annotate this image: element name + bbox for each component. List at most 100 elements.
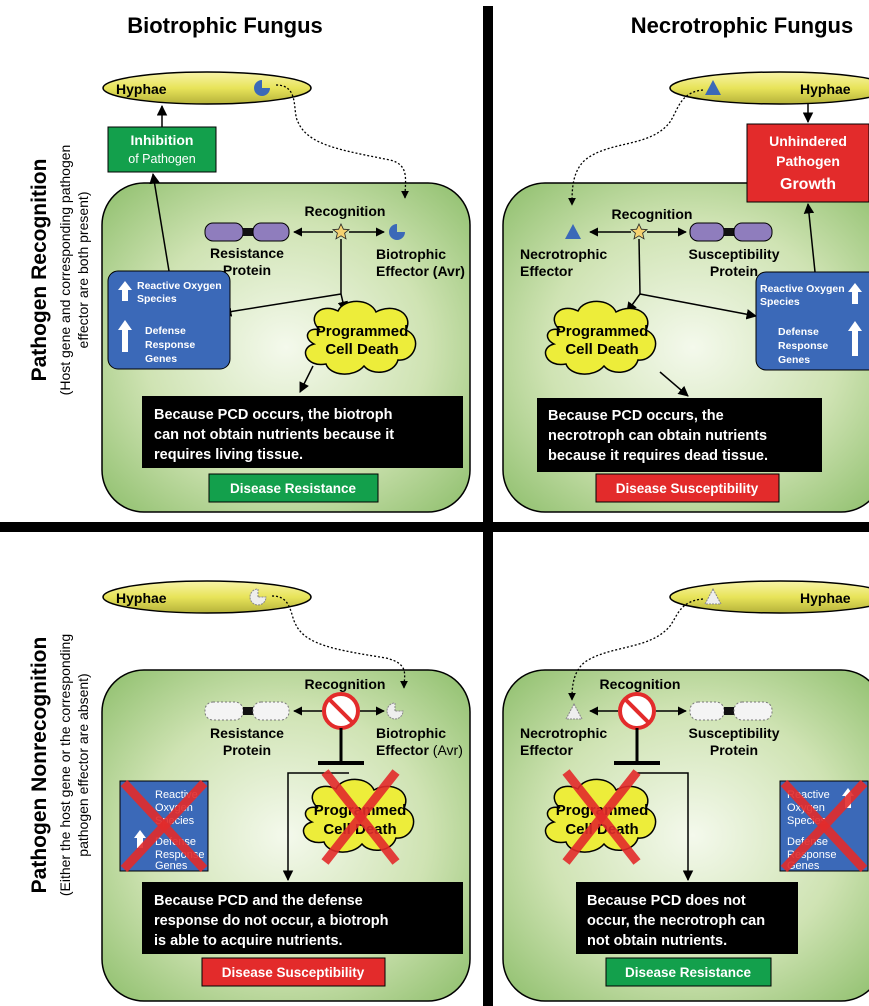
arrow-to-outcome	[299, 365, 314, 393]
recognition-label: Recognition	[612, 206, 693, 222]
effector-prefix: Effector	[376, 742, 433, 758]
susceptibility-protein-link	[724, 228, 734, 236]
resistance-protein-label: Resistance	[210, 245, 284, 261]
biotrophic-effector-label-2: Effector (Avr)	[376, 742, 463, 758]
pcd-label: Programmed	[556, 323, 649, 340]
ros-label-2: Species	[760, 296, 800, 308]
explanation-line-2: response do not occur, a biotroph	[154, 913, 388, 929]
hyphae	[102, 71, 312, 105]
resistance-protein-label: Resistance	[210, 725, 284, 741]
row-sub-recognition-2: effector are both present)	[75, 192, 91, 349]
explanation-line-1: Because PCD does not	[587, 893, 746, 909]
resistance-protein-link	[243, 707, 253, 715]
header-necrotrophic: Necrotrophic Fungus	[631, 13, 853, 38]
explanation-line-2: can not obtain nutrients because it	[154, 427, 394, 443]
explanation-line-3: not obtain nutrients.	[587, 933, 727, 949]
arrow-to-inhibition	[149, 172, 170, 272]
pcd-cloud	[544, 300, 657, 375]
explanation-line-1: Because PCD occurs, the	[548, 408, 724, 424]
recognition-star-icon	[629, 223, 649, 240]
biotrophic-effector-icon	[389, 224, 405, 240]
outcome-badge	[605, 957, 772, 987]
defense-label-3: Genes	[145, 353, 177, 365]
defense-label-3: Genes	[155, 860, 188, 872]
susceptibility-protein-left	[689, 222, 725, 242]
panel-biotroph-nonrecognition: Hyphae Recognition Resistance Protein Bi…	[101, 580, 471, 1002]
ros-label-2: Species	[137, 293, 177, 305]
defense-label-3: Genes	[778, 354, 810, 366]
necrotrophic-effector-label: Necrotrophic	[520, 725, 607, 741]
recognition-star-icon	[331, 223, 351, 240]
susceptibility-protein-label: Susceptibility	[688, 246, 779, 262]
biotrophic-effector-icon	[386, 702, 404, 720]
recognition-label: Recognition	[305, 203, 386, 219]
outcome-label: Disease Resistance	[625, 965, 752, 980]
unhindered-label-3: Growth	[780, 176, 836, 193]
defense-box	[755, 271, 869, 371]
pcd-label-2: Cell Death	[325, 341, 398, 358]
susceptibility-protein-link	[724, 707, 734, 715]
explanation-box	[576, 882, 798, 954]
explanation-line-3: requires living tissue.	[154, 447, 303, 463]
no-recognition-slash	[623, 697, 651, 725]
explanation-line-1: Because PCD and the defense	[154, 893, 363, 909]
necrotrophic-effector-label-2: Effector	[520, 742, 573, 758]
outcome-badge	[595, 473, 780, 503]
row-label-nonrecognition: Pathogen Nonrecognition (Either the host…	[28, 634, 91, 896]
necrotrophic-effector-icon	[704, 587, 722, 605]
cross-icon	[321, 769, 400, 865]
panel-biotroph-recognition: Hyphae Inhibition of Pathogen Recognitio…	[101, 71, 471, 513]
up-arrow-icon	[118, 320, 132, 352]
unhindered-box	[746, 123, 869, 203]
row-sub-recognition-1: (Host gene and corresponding pathogen	[57, 145, 73, 396]
susceptibility-protein-label: Susceptibility	[688, 725, 779, 741]
necrotrophic-effector-label-2: Effector	[520, 263, 573, 279]
vertical-divider	[483, 6, 493, 1006]
up-arrow-icon	[848, 321, 862, 356]
up-arrow-icon	[848, 283, 862, 304]
arrow-to-outcome	[659, 371, 689, 397]
pcd-label: Programmed	[316, 323, 409, 340]
necrotrophic-effector-icon	[705, 80, 721, 95]
biotrophic-effector-label-2: Effector (Avr)	[376, 263, 465, 279]
biotrophic-effector-label: Biotrophic	[376, 246, 446, 262]
row-sub-nonrecognition-1: (Either the host gene or the correspondi…	[57, 634, 73, 896]
outcome-badge	[201, 957, 386, 987]
explanation-line-3: is able to acquire nutrients.	[154, 933, 343, 949]
hyphae-label: Hyphae	[800, 81, 851, 97]
inhibition-label: Inhibition	[131, 132, 194, 148]
panel-necrotroph-nonrecognition: Hyphae Recognition Necrotrophic Effector…	[502, 580, 869, 1002]
hyphae	[669, 71, 869, 105]
susceptibility-protein-label-2: Protein	[710, 263, 758, 279]
resistance-protein-left	[204, 701, 244, 721]
branch-line	[638, 238, 641, 295]
resistance-protein-right	[252, 222, 290, 242]
outcome-label: Disease Susceptibility	[616, 481, 759, 496]
biotrophic-effector-icon	[254, 80, 270, 96]
arrow-to-defense	[220, 293, 342, 317]
arrow-to-unhindered-from-defense	[803, 202, 816, 273]
effector-path	[275, 84, 409, 199]
hyphae-label: Hyphae	[116, 81, 167, 97]
explanation-line-2: necrotroph can obtain nutrients	[548, 428, 767, 444]
necrotrophic-effector-icon	[565, 224, 581, 239]
inhibition-sublabel: of Pathogen	[128, 152, 195, 166]
panel-necrotroph-recognition: Hyphae Unhindered Pathogen Growth Recogn…	[502, 71, 869, 513]
susceptibility-protein-label-2: Protein	[710, 742, 758, 758]
hyphae	[669, 580, 869, 614]
ros-label: Reactive Oxygen	[760, 283, 845, 295]
biotrophic-effector-label: Biotrophic	[376, 725, 446, 741]
row-title-nonrecognition: Pathogen Nonrecognition	[28, 637, 51, 894]
hyphae-label: Hyphae	[800, 590, 851, 606]
pcd-cloud	[304, 300, 417, 375]
cross-icon	[780, 779, 868, 873]
effector-suffix: (Avr)	[433, 742, 463, 758]
header-biotrophic: Biotrophic Fungus	[127, 13, 323, 38]
defense-label: Defense	[778, 326, 819, 338]
resistance-protein-link	[243, 228, 253, 236]
necrotrophic-effector-label: Necrotrophic	[520, 246, 607, 262]
row-title-recognition: Pathogen Recognition	[28, 159, 51, 382]
biotrophic-effector-icon	[249, 588, 267, 606]
explanation-box	[142, 396, 463, 468]
explanation-box	[537, 398, 822, 472]
